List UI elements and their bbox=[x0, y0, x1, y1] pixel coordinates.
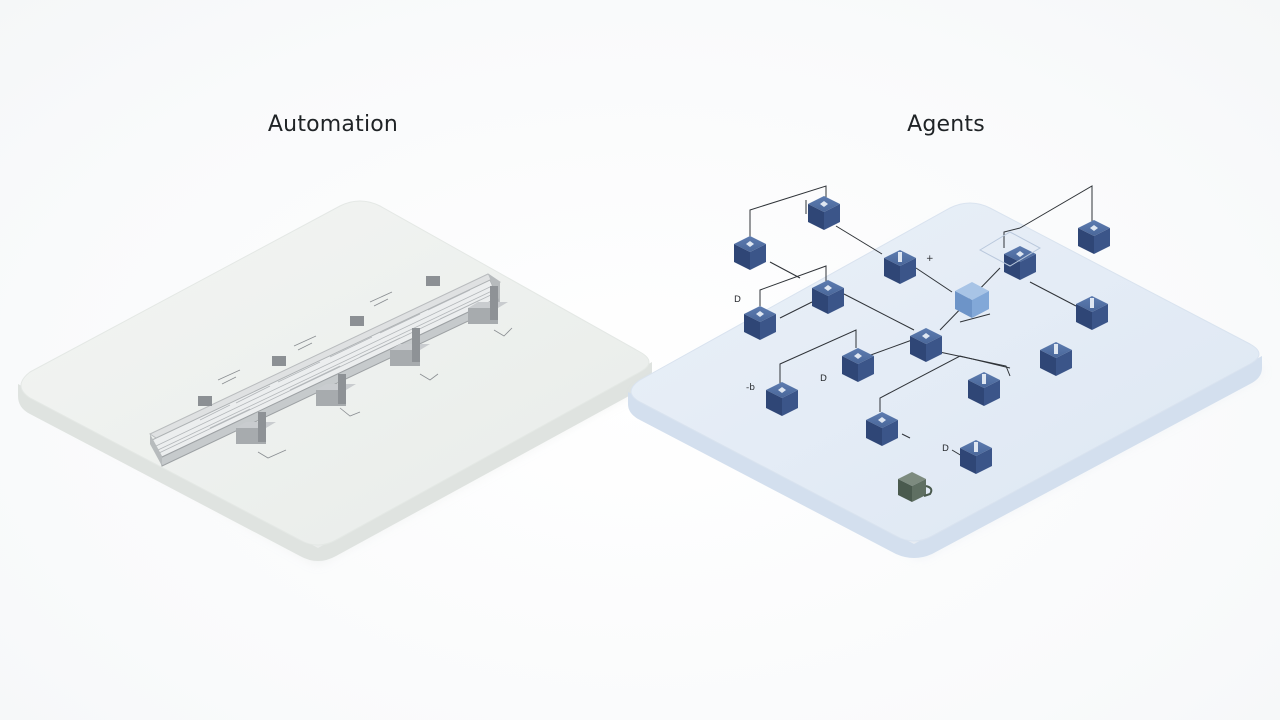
line-support-3 bbox=[390, 328, 430, 366]
annotation-d-2: D bbox=[820, 374, 827, 384]
agents-title: Agents bbox=[907, 112, 985, 137]
annotation-plus: + bbox=[926, 254, 934, 264]
assembly-line bbox=[148, 273, 513, 467]
annotation-d-1: D bbox=[734, 295, 741, 305]
agent-node-14 bbox=[866, 412, 898, 446]
agent-node-1 bbox=[734, 236, 766, 270]
agent-node-13 bbox=[968, 372, 1000, 406]
annotation-d-3: D bbox=[942, 444, 949, 454]
agent-node-highlight bbox=[955, 282, 989, 318]
line-support-4 bbox=[468, 286, 508, 324]
agent-node-7 bbox=[744, 306, 776, 340]
agent-node-8 bbox=[910, 328, 942, 362]
agent-node-10 bbox=[842, 348, 874, 382]
agent-node-12 bbox=[766, 382, 798, 416]
agent-node-2 bbox=[808, 196, 840, 230]
agent-node-11 bbox=[1040, 342, 1072, 376]
line-support-2 bbox=[316, 374, 356, 406]
automation-title: Automation bbox=[267, 112, 399, 137]
agent-node-9 bbox=[1076, 296, 1108, 330]
agent-node-15 bbox=[960, 440, 992, 474]
terminal-device bbox=[898, 472, 933, 502]
agent-node-5 bbox=[1078, 220, 1110, 254]
agent-node-6 bbox=[812, 280, 844, 314]
annotation-arrow: -b bbox=[746, 383, 755, 393]
line-support-1 bbox=[236, 412, 276, 444]
agent-node-3 bbox=[884, 250, 916, 284]
agent-nodes bbox=[734, 196, 1110, 474]
agent-node-4 bbox=[1004, 246, 1036, 280]
agent-node-ghost bbox=[978, 231, 1042, 267]
agents-platform bbox=[628, 202, 1262, 558]
